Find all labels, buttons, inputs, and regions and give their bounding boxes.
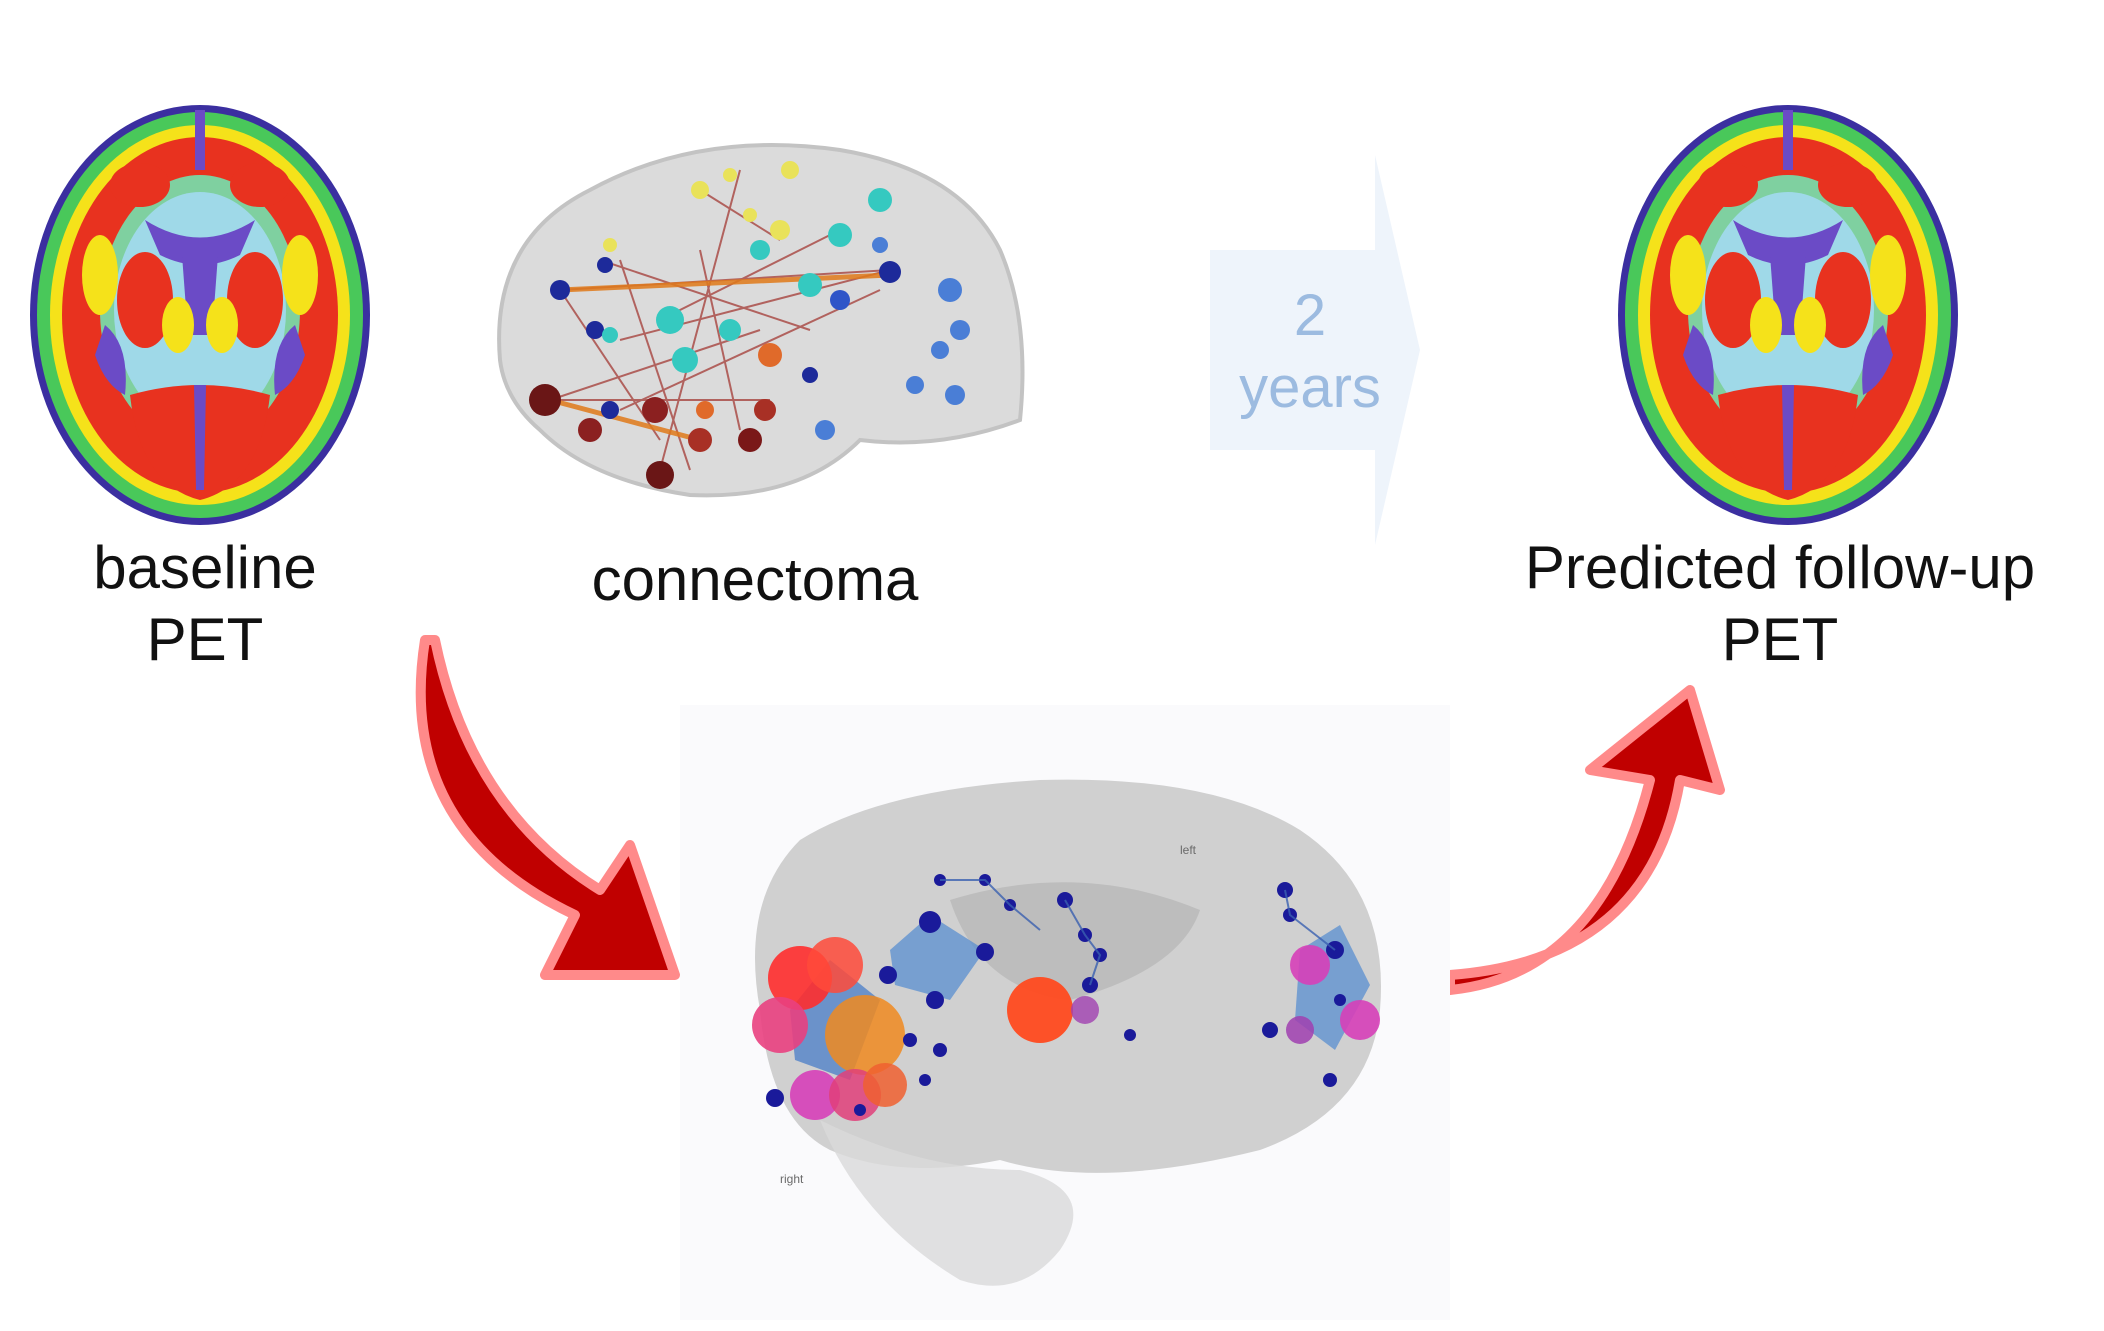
time-arrow-label-line2: years	[1239, 355, 1381, 420]
baseline-pet-label-line2: PET	[146, 606, 264, 673]
flow-arrow-left-shape	[415, 635, 680, 980]
baseline-pet-label-line1: baseline	[93, 534, 317, 601]
model-brain-label-bottom: right	[780, 1172, 804, 1186]
connectome-brain-image	[497, 143, 1025, 498]
followup-pet-label-line2: PET	[1721, 606, 1839, 673]
flow-arrow-left	[417, 640, 672, 980]
baseline-pet-label: baseline PET	[40, 532, 370, 676]
flow-arrow-right-shape	[1445, 685, 1725, 995]
time-arrow-label: 2 years	[1210, 280, 1410, 424]
followup-pet-label: Predicted follow-up PET	[1480, 532, 2080, 676]
time-arrow	[1210, 155, 1420, 545]
baseline-pet-image	[30, 105, 370, 525]
model-brain-label-top: left	[1180, 843, 1197, 857]
model-brain-image: left right	[680, 705, 1450, 1320]
followup-pet-image	[1618, 105, 1958, 525]
time-arrow-label-line1: 2	[1293, 283, 1327, 348]
connectome-label: connectoma	[591, 546, 919, 613]
followup-pet-label-line1: Predicted follow-up	[1524, 534, 2036, 601]
